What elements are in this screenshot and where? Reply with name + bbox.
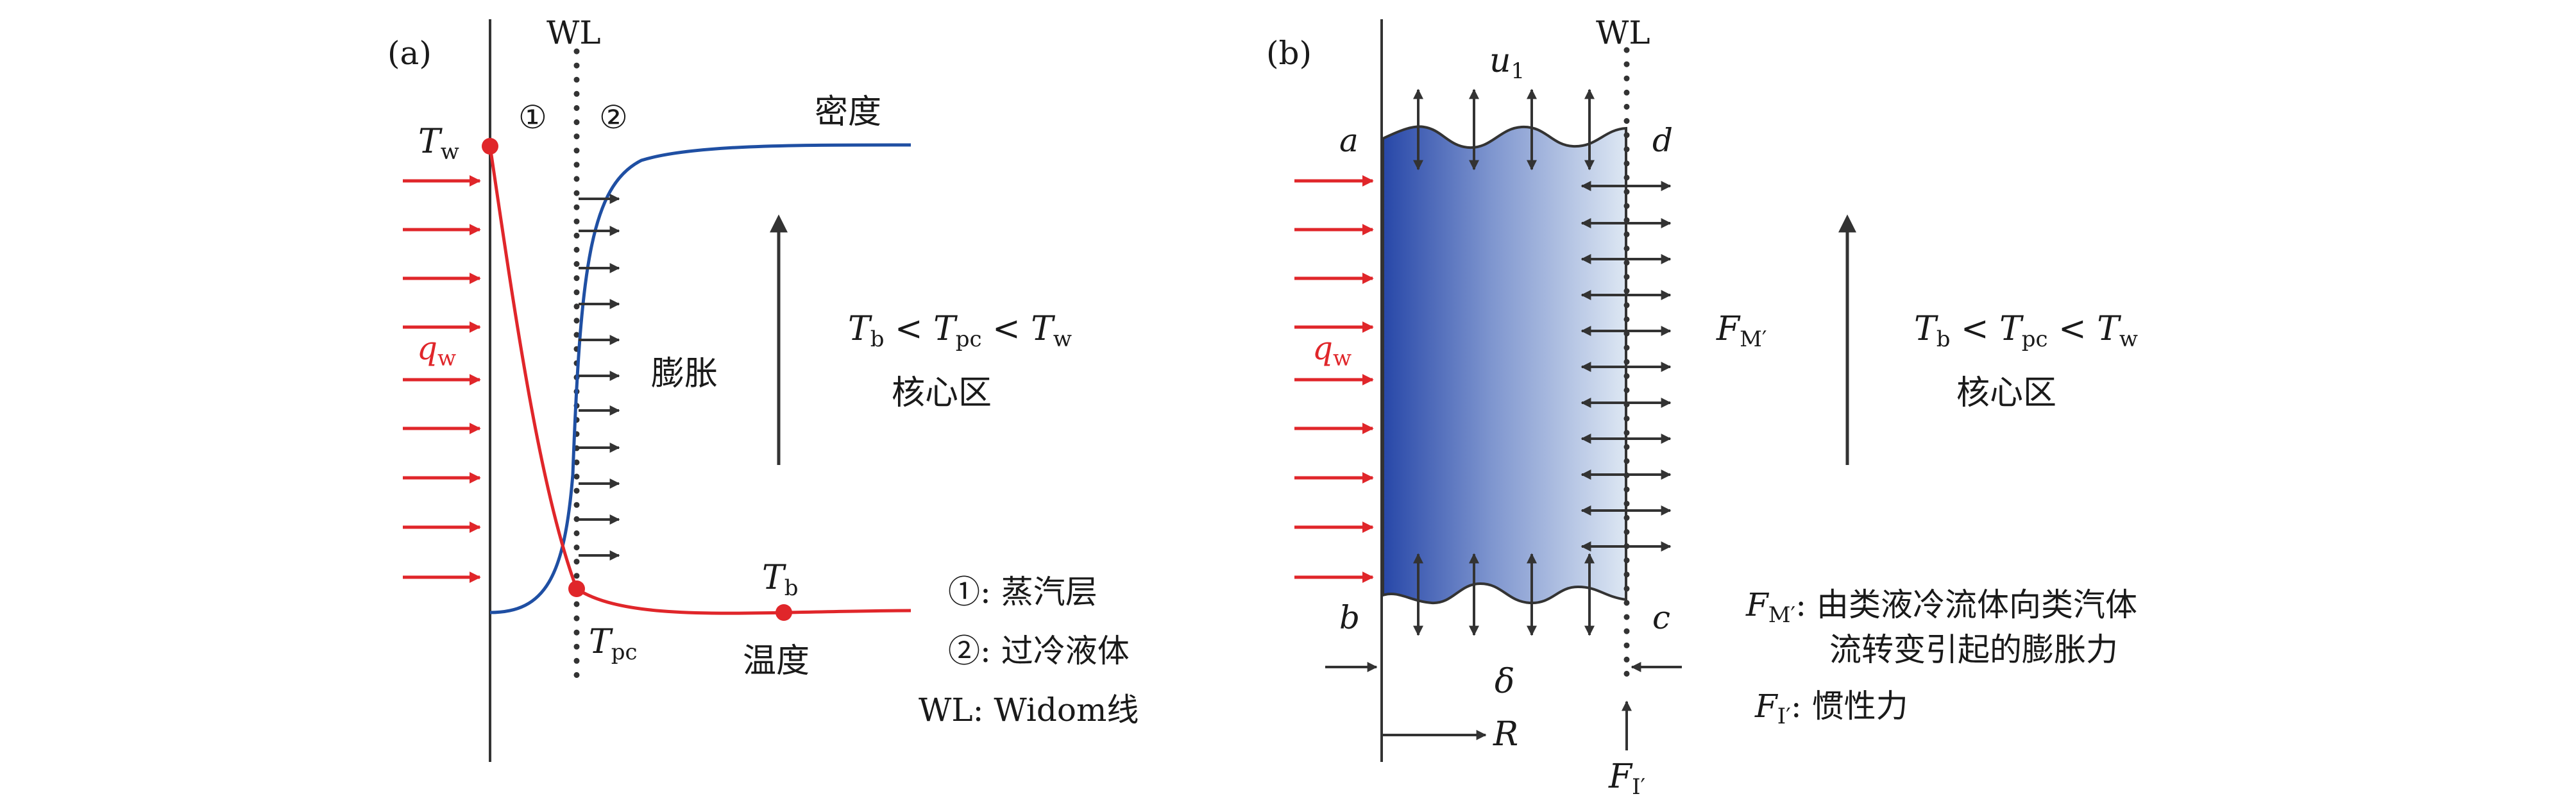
right-boundary-arrows xyxy=(1580,181,1672,552)
region-2-label: ② xyxy=(599,99,628,136)
legend-fm-line-1: FM′: 由类液冷流体向类汽体 xyxy=(1745,586,2137,628)
legend-item: WL: Widom线 xyxy=(919,691,1139,729)
velocity-label: u1 xyxy=(1489,42,1525,84)
qw-label-b: qw xyxy=(1312,330,1352,371)
vapor-layer xyxy=(1382,125,1627,605)
tw-label: Tw xyxy=(418,123,459,165)
legend-a: ①: 蒸汽层 ②: 过冷液体 WL: Widom线 xyxy=(919,573,1139,729)
r-label: R xyxy=(1493,715,1518,754)
legend-item: ②: 过冷液体 xyxy=(948,632,1130,670)
delta-label: δ xyxy=(1495,663,1514,701)
fi-label: FI′ xyxy=(1608,757,1645,800)
wl-label-a: WL xyxy=(547,14,601,51)
heat-flux-arrows-a xyxy=(403,175,481,583)
density-label: 密度 xyxy=(815,93,881,131)
tb-label: Tb xyxy=(762,559,798,601)
inequality-a: Tb < Tpc < Tw xyxy=(848,310,1072,352)
tb-point xyxy=(775,604,792,621)
panel-a-label: (a) xyxy=(387,35,432,72)
bottom-boundary-arrows xyxy=(1413,553,1595,636)
expansion-arrows xyxy=(579,194,620,561)
panel-b-label: (b) xyxy=(1266,35,1312,72)
region-1-label: ① xyxy=(518,99,547,136)
corner-c-label: c xyxy=(1652,599,1670,636)
panel-b: (b) WL qw u1 a b c d xyxy=(1266,14,2138,800)
legend-b: FM′: 由类液冷流体向类汽体 流转变引起的膨胀力 FI′: 惯性力 xyxy=(1745,586,2137,729)
expansion-label: 膨胀 xyxy=(651,355,718,393)
core-label-b: 核心区 xyxy=(1956,374,2056,412)
top-boundary-arrows xyxy=(1413,89,1595,171)
tpc-label: Tpc xyxy=(589,623,638,665)
tw-point xyxy=(482,138,498,155)
qw-label-a: qw xyxy=(417,330,456,371)
inequality-b: Tb < Tpc < Tw xyxy=(1914,310,2138,352)
temperature-curve xyxy=(488,146,911,615)
corner-b-label: b xyxy=(1339,599,1360,636)
wl-label-b: WL xyxy=(1596,14,1650,51)
temperature-label: 温度 xyxy=(743,642,809,680)
corner-a-label: a xyxy=(1339,122,1359,159)
density-curve xyxy=(489,143,911,614)
core-label-a: 核心区 xyxy=(892,374,992,412)
legend-fi: FI′: 惯性力 xyxy=(1754,688,1908,729)
panel-a: (a) WL ① ② qw 密度 温度 xyxy=(387,14,1139,762)
heat-flux-arrows-b xyxy=(1294,175,1374,583)
legend-item: ①: 蒸汽层 xyxy=(948,573,1097,611)
legend-fm-line-2: 流转变引起的膨胀力 xyxy=(1829,631,2118,668)
tpc-point xyxy=(568,580,585,597)
fm-label: FM′ xyxy=(1716,310,1767,352)
corner-d-label: d xyxy=(1652,122,1673,159)
